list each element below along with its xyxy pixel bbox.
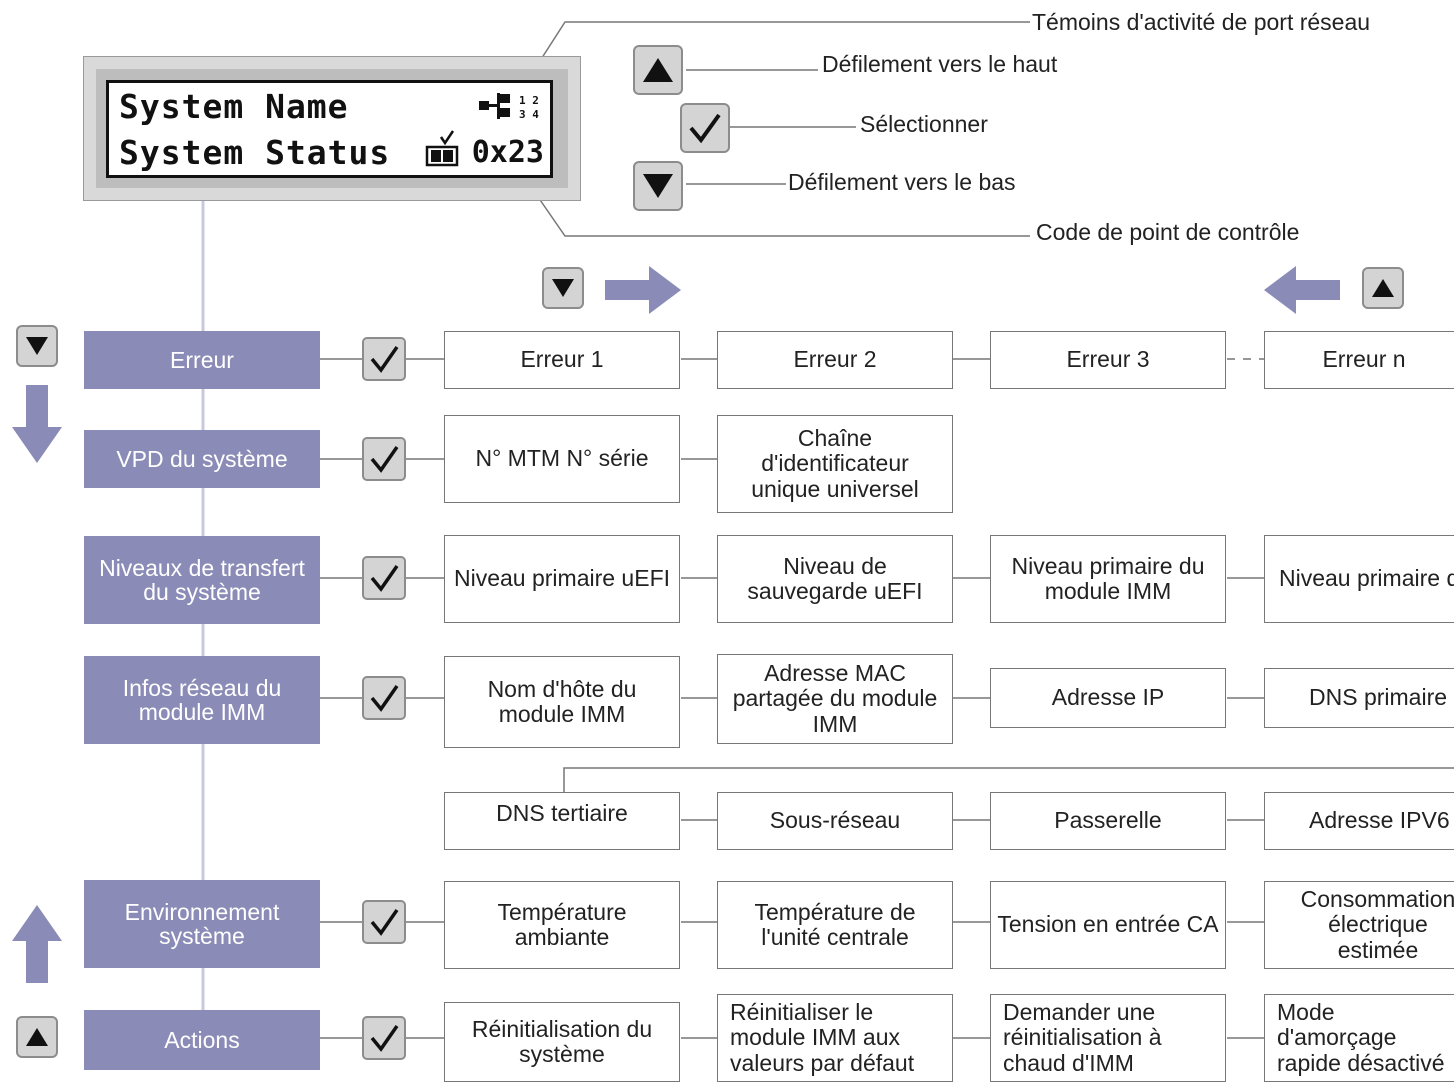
menu-option: Niveau primaire du module IMM xyxy=(990,535,1226,623)
menu-option: Adresse IPV6 xyxy=(1264,792,1454,850)
select-button[interactable] xyxy=(680,103,730,153)
checkmark-icon xyxy=(370,446,399,473)
nav-left-up-button xyxy=(16,1016,58,1058)
menu-item-firmware-levels[interactable]: Niveaux de transfert du système xyxy=(84,536,320,624)
select-check-button[interactable] xyxy=(362,676,406,720)
menu-option: Niveau primaire du module IMM xyxy=(1264,535,1454,623)
menu-option: DNS tertiaire xyxy=(444,792,680,850)
menu-option: Nom d'hôte du module IMM xyxy=(444,656,680,748)
svg-text:3 4: 3 4 xyxy=(519,108,539,121)
callout-network-activity: Témoins d'activité de port réseau xyxy=(1032,9,1371,35)
triangle-up-icon xyxy=(26,1028,48,1046)
nav-left-down-button xyxy=(16,325,58,367)
menu-option: Température de l'unité centrale xyxy=(717,881,953,969)
menu-option: Niveau de sauvegarde uEFI xyxy=(717,535,953,623)
menu-option: Température ambiante xyxy=(444,881,680,969)
arrow-right-icon xyxy=(605,266,681,314)
triangle-down-icon xyxy=(26,337,48,355)
menu-option: Mode d'amorçage rapide désactivé xyxy=(1264,994,1454,1082)
triangle-up-icon xyxy=(643,58,673,82)
menu-option: Réinitialiser le module IMM aux valeurs … xyxy=(717,994,953,1082)
menu-option: Tension en entrée CA xyxy=(990,881,1226,969)
menu-option: Erreur n xyxy=(1264,331,1454,389)
nav-down-button xyxy=(542,267,584,309)
select-check-button[interactable] xyxy=(362,437,406,481)
triangle-down-icon xyxy=(643,174,673,198)
menu-option: Erreur 2 xyxy=(717,331,953,389)
menu-item-imm-network[interactable]: Infos réseau du module IMM xyxy=(84,656,320,744)
menu-option: Consommation électrique estimée xyxy=(1264,881,1454,969)
system-status-icon xyxy=(425,130,459,167)
menu-option: Adresse IP xyxy=(990,668,1226,728)
checkmark-icon xyxy=(370,565,399,592)
menu-option: N° MTM N° série xyxy=(444,415,680,503)
menu-item-error[interactable]: Erreur xyxy=(84,331,320,389)
select-check-button[interactable] xyxy=(362,900,406,944)
nav-up-button xyxy=(1362,267,1404,309)
scroll-down-button[interactable] xyxy=(633,161,683,211)
menu-option: Chaîne d'identificateur unique universel xyxy=(717,415,953,513)
select-check-button[interactable] xyxy=(362,337,406,381)
triangle-up-icon xyxy=(1372,279,1394,297)
arrow-down-icon xyxy=(12,385,62,463)
checkmark-icon xyxy=(370,1025,399,1052)
callout-scroll-down: Défilement vers le bas xyxy=(788,169,1016,195)
checkmark-icon xyxy=(370,346,399,373)
svg-text:1 2: 1 2 xyxy=(519,94,539,107)
select-check-button[interactable] xyxy=(362,1016,406,1060)
menu-option: Réinitialisation du système xyxy=(444,1002,680,1082)
lcd-system-name: System Name xyxy=(119,87,349,126)
menu-option: Passerelle xyxy=(990,792,1226,850)
select-check-button[interactable] xyxy=(362,556,406,600)
lcd-checkpoint-code: 0x23 xyxy=(471,135,544,170)
menu-option: DNS primaire xyxy=(1264,668,1454,728)
menu-item-actions[interactable]: Actions xyxy=(84,1010,320,1070)
menu-option: Erreur 3 xyxy=(990,331,1226,389)
scroll-up-button[interactable] xyxy=(633,45,683,95)
triangle-down-icon xyxy=(552,279,574,297)
arrow-up-icon xyxy=(12,905,62,983)
callout-select: Sélectionner xyxy=(860,111,988,137)
checkmark-icon xyxy=(370,909,399,936)
menu-option: Erreur 1 xyxy=(444,331,680,389)
menu-option: Adresse MAC partagée du module IMM xyxy=(717,654,953,744)
menu-item-system-vpd[interactable]: VPD du système xyxy=(84,430,320,488)
arrow-left-icon xyxy=(1264,266,1340,314)
menu-option: Niveau primaire uEFI xyxy=(444,535,680,623)
lcd-screen: System Name System Status 1 2 3 4 0x23 xyxy=(106,80,553,178)
checkmark-icon xyxy=(689,113,721,144)
menu-option: Sous-réseau xyxy=(717,792,953,850)
callout-scroll-up: Défilement vers le haut xyxy=(822,51,1058,77)
callout-checkpoint: Code de point de contrôle xyxy=(1036,219,1300,245)
menu-item-system-environment[interactable]: Environnement système xyxy=(84,880,320,968)
network-activity-icon: 1 2 3 4 xyxy=(479,93,539,121)
lcd-system-status: System Status xyxy=(119,133,391,172)
checkmark-icon xyxy=(370,685,399,712)
menu-option: Demander une réinitialisation à chaud d'… xyxy=(990,994,1226,1082)
